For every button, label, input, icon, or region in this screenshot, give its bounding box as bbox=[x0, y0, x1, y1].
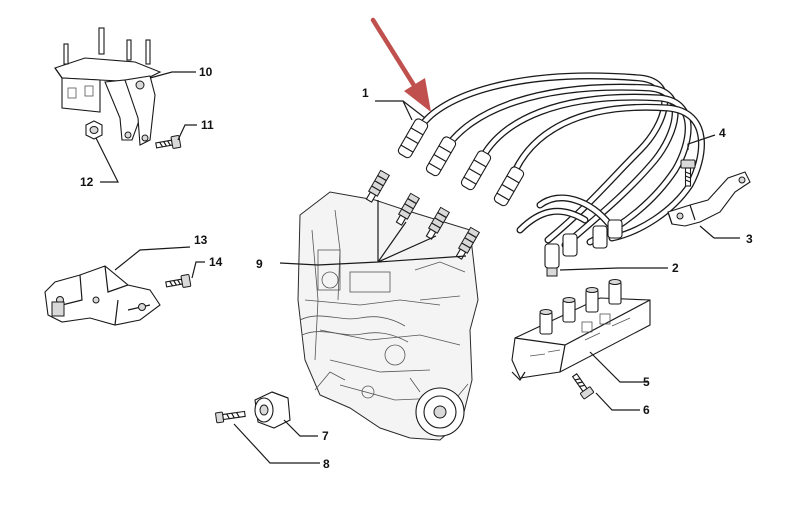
leader-lines bbox=[95, 71, 740, 464]
callout-3: 3 bbox=[746, 232, 753, 246]
spark-plugs bbox=[317, 169, 481, 266]
ignition-cables bbox=[397, 72, 705, 277]
callout-5: 5 bbox=[643, 375, 650, 389]
callout-labels: 1 2 3 4 5 6 7 8 9 10 11 12 13 14 bbox=[80, 65, 753, 471]
bolt-4 bbox=[680, 159, 696, 187]
callout-2: 2 bbox=[672, 261, 679, 275]
callout-9: 9 bbox=[256, 257, 263, 271]
nut-12 bbox=[85, 120, 103, 140]
bracket-assembly bbox=[54, 27, 162, 146]
callout-12: 12 bbox=[80, 175, 94, 189]
bracket-3 bbox=[667, 171, 751, 227]
callout-8: 8 bbox=[323, 457, 330, 471]
red-arrow-icon bbox=[370, 17, 431, 112]
bracket-13 bbox=[44, 265, 161, 326]
bolt-8 bbox=[215, 410, 246, 424]
callout-10: 10 bbox=[199, 65, 213, 79]
bolt-11 bbox=[155, 135, 182, 149]
bolt-6 bbox=[571, 373, 595, 400]
callout-14: 14 bbox=[209, 255, 223, 269]
sensor-7 bbox=[254, 391, 291, 429]
engine-block bbox=[297, 191, 479, 441]
callout-6: 6 bbox=[643, 403, 650, 417]
callout-4: 4 bbox=[719, 126, 726, 140]
bolt-14 bbox=[165, 274, 192, 288]
ignition-coil bbox=[511, 279, 651, 381]
callout-7: 7 bbox=[322, 429, 329, 443]
callout-11: 11 bbox=[201, 118, 214, 132]
callout-1: 1 bbox=[362, 86, 369, 100]
callout-13: 13 bbox=[194, 233, 208, 247]
